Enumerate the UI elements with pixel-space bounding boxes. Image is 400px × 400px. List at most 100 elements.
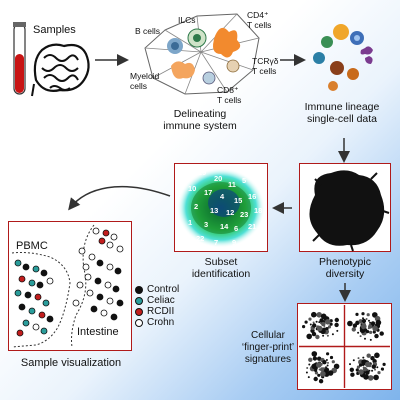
cluster-label: 23 [240, 210, 248, 219]
intestine-icon [31, 43, 90, 97]
fingerprint-speck [308, 363, 311, 366]
fingerprint-speck [318, 321, 321, 324]
sample-dot-crohn [46, 277, 54, 285]
fingerprint-speck [317, 373, 321, 377]
sample-dot-crohn [84, 273, 92, 281]
fingerprint-speck [366, 313, 370, 317]
sample-dot-crohn [76, 281, 84, 289]
fingerprint-speck [374, 368, 376, 371]
fingerprint-speck [312, 321, 315, 324]
fingerprint-speck [336, 329, 339, 332]
fingerprint-speck [352, 359, 355, 362]
sample-dot-control [110, 313, 118, 321]
fingerprint-line3: signatures [244, 354, 292, 365]
cluster-label: 7 [214, 238, 218, 247]
sample-dot-rcdii [34, 293, 42, 301]
sample-dot-control [96, 293, 104, 301]
visualization-caption: Sample visualization [20, 357, 122, 369]
sample-dot-crohn [106, 241, 114, 249]
fingerprint-speck [372, 325, 378, 332]
fingerprint-speck [305, 371, 308, 374]
cd8-label: CD8⁺ [217, 85, 239, 95]
pbmc-region-label: PBMC [16, 240, 48, 252]
fingerprint-speck [349, 363, 351, 366]
cluster-label: 21 [248, 222, 256, 231]
sample-dot-control [116, 299, 124, 307]
fingerprint-speck [302, 325, 306, 329]
fingerprint-speck [315, 320, 318, 323]
fingerprint-speck [322, 334, 325, 337]
fingerprint-speck [326, 364, 329, 367]
cluster-label: 14 [220, 222, 229, 231]
fingerprint-speck [366, 353, 371, 358]
fingerprint-speck [326, 334, 329, 337]
fingerprint-speck [308, 357, 313, 362]
sample-dot-crohn [110, 233, 118, 241]
sample-visualization-panel: PBMC Intestine [8, 221, 132, 351]
sample-dot-celiac [40, 327, 48, 335]
fingerprint-speck [367, 375, 374, 381]
subset-line1: Subset [204, 256, 238, 268]
fingerprint-speck [362, 367, 368, 372]
fingerprint-speck [379, 331, 384, 336]
fingerprint-speck [311, 311, 317, 318]
sample-dot-crohn [72, 299, 80, 307]
fingerprint-speck [334, 322, 339, 328]
fingerprint-speck [307, 376, 310, 379]
fingerprint-speck [311, 351, 318, 357]
immune-caption-line2: immune system [163, 120, 237, 132]
fingerprint-speck [329, 355, 334, 360]
cluster-label: 15 [234, 196, 242, 205]
fingerprint-speck [314, 371, 318, 375]
fingerprint-speck [309, 323, 312, 326]
fingerprint-speck [355, 368, 359, 372]
fingerprint-speck [371, 364, 376, 369]
fingerprint-speck [316, 362, 322, 368]
fingerprint-speck [321, 321, 326, 327]
fingerprint-speck [380, 367, 384, 371]
legend-item-crohn: Crohn [135, 317, 179, 328]
fingerprint-line2: ‘finger-print’ [241, 342, 295, 353]
fingerprint-speck [359, 363, 363, 367]
fingerprint-speck [362, 356, 365, 359]
fingerprint-speck [311, 331, 317, 337]
cluster-label: 20 [214, 174, 222, 183]
sample-dot-crohn [86, 289, 94, 297]
sample-dot-control [94, 277, 102, 285]
cluster-label: 6 [234, 224, 238, 233]
fingerprint-speck [331, 360, 335, 364]
myeloid-label: Myeloid [130, 71, 160, 81]
sample-dot-crohn [100, 309, 108, 317]
fingerprint-speck [368, 323, 371, 326]
fingerprint-speck [357, 357, 360, 360]
cluster-label: 1 [188, 218, 192, 227]
sample-dot-control [112, 285, 120, 293]
sample-dot-control [18, 303, 26, 311]
fingerprint-speck [327, 325, 332, 329]
sample-dot-crohn [78, 247, 86, 255]
fingerprint-speck [313, 376, 318, 382]
arrow-subset-to-visualization [68, 185, 171, 211]
fingerprint-speck [373, 374, 379, 381]
blood-tube-icon [13, 22, 26, 95]
sample-dot-rcdii [98, 237, 106, 245]
fingerprint-speck [357, 331, 360, 334]
fingerprint-speck [327, 361, 329, 364]
cluster-label: 12 [226, 208, 234, 217]
sample-dot-celiac [14, 259, 22, 267]
fingerprint-speck [364, 337, 366, 340]
fingerprint-speck [325, 319, 331, 325]
cd8-tcells-label: T cells [217, 95, 242, 105]
legend-label-celiac: Celiac [147, 294, 175, 306]
tsne-map-black [309, 170, 390, 252]
sample-dot-rcdii [38, 311, 46, 319]
cluster-label: 8 [184, 170, 188, 179]
tcrgd-label: TCRγδ [252, 56, 279, 66]
myeloid-cells-label: cells [130, 81, 148, 91]
lineage-line2: single-cell data [306, 113, 378, 125]
legend-dot-rcdii [135, 307, 143, 316]
fingerprint-speck [368, 369, 371, 372]
fingerprint-speck [374, 333, 379, 339]
lineage-cells-icon [313, 24, 373, 91]
